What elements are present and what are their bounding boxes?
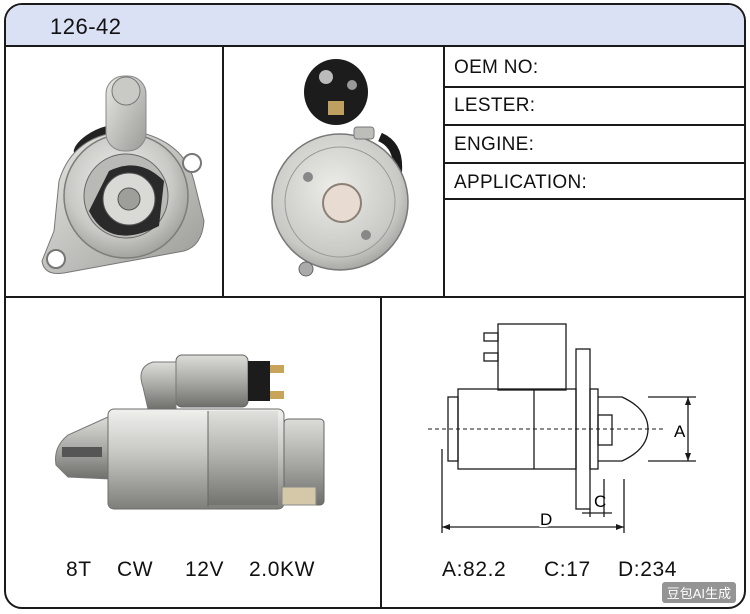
- dim-value-a: A:82.2: [442, 558, 507, 581]
- starter-rear-view-photo: [271, 59, 409, 277]
- spec-sheet: 126-42 OEM NO: LESTER: ENGINE: APPLICATI…: [4, 3, 746, 609]
- dim-label-d: D: [540, 510, 552, 529]
- application-label: APPLICATION:: [454, 172, 588, 193]
- divider: [380, 296, 382, 607]
- row-line: [444, 198, 744, 200]
- spec-voltage: 12V: [185, 558, 225, 581]
- dim-label-c: C: [594, 492, 606, 511]
- dim-value-d: D:234: [618, 558, 678, 581]
- spec-power: 2.0KW: [249, 558, 316, 581]
- dim-value-c: C:17: [544, 558, 591, 581]
- row-line: [444, 86, 744, 88]
- divider: [6, 296, 744, 298]
- row-line: [444, 124, 744, 126]
- title-bar: 126-42: [6, 5, 744, 47]
- part-number-title: 126-42: [50, 14, 122, 39]
- starter-side-view-photo: [55, 354, 325, 510]
- divider: [222, 47, 224, 297]
- dimension-diagram: A C D: [428, 323, 696, 533]
- dim-label-a: A: [674, 422, 686, 441]
- oem-no-label: OEM NO:: [454, 57, 539, 78]
- spec-rotation: CW: [117, 558, 154, 581]
- starter-front-view-photo: [41, 75, 205, 274]
- divider: [443, 47, 445, 297]
- watermark: 豆包AI生成: [661, 582, 736, 603]
- spec-teeth: 8T: [66, 558, 92, 581]
- row-line: [444, 162, 744, 164]
- lester-label: LESTER:: [454, 95, 536, 116]
- engine-label: ENGINE:: [454, 134, 535, 155]
